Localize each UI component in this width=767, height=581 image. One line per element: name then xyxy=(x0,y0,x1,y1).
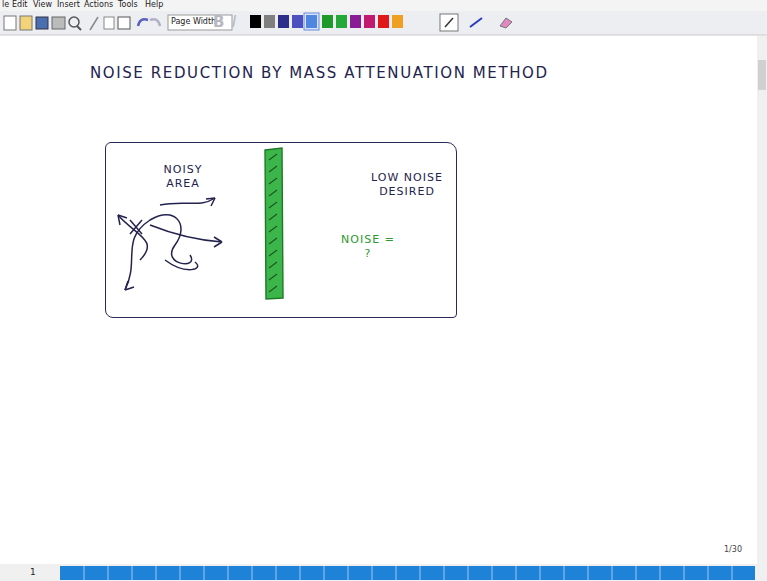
room-outline: NOISY AREA LOW NOISE DESIRED NOISE = ? xyxy=(105,142,457,318)
menu-item: Actions xyxy=(84,0,113,9)
scrollbar xyxy=(757,36,767,566)
toolbar-label: I xyxy=(232,13,236,31)
menu-item: le xyxy=(2,0,9,9)
noise-arrows xyxy=(118,198,222,290)
area-label: LOW NOISE DESIRED xyxy=(368,171,446,199)
area-label: NOISE = ? xyxy=(338,233,398,261)
mass-barrier xyxy=(265,148,283,299)
page-title: NOISE REDUCTION BY MASS ATTENUATION METH… xyxy=(90,64,549,82)
menu-bar xyxy=(0,0,767,11)
menu-item: Edit xyxy=(12,0,28,9)
toolbar-label: B xyxy=(213,13,224,31)
menu-item: Insert xyxy=(57,0,80,9)
toolbar-icons xyxy=(4,13,512,31)
toolbar xyxy=(0,11,767,35)
page-number: 1/30 xyxy=(724,545,742,554)
menu-item: Tools xyxy=(118,0,138,9)
page-number: 1 xyxy=(30,567,36,577)
scroll-thumb xyxy=(758,60,766,90)
toolbar-label: Page Width xyxy=(171,17,216,26)
menu-item: Help xyxy=(145,0,163,9)
page-strip xyxy=(60,566,755,580)
toolbar-edge xyxy=(0,35,767,36)
menu-item: View xyxy=(33,0,52,9)
status-bar xyxy=(0,564,767,581)
area-label: NOISY AREA xyxy=(148,163,218,191)
